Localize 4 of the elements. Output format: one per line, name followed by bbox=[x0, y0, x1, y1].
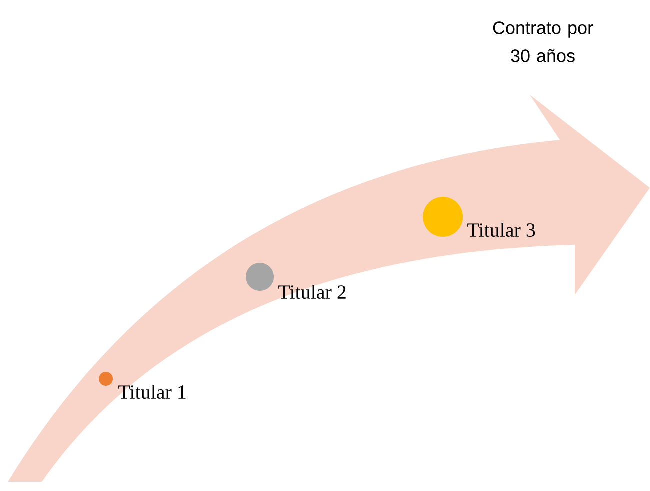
dot-label: Titular 1 bbox=[118, 384, 186, 400]
dot-label: Titular 2 bbox=[278, 284, 346, 300]
dot-label: Titular 3 bbox=[468, 222, 536, 238]
caption-text: Contrato por 30 años bbox=[493, 22, 594, 62]
